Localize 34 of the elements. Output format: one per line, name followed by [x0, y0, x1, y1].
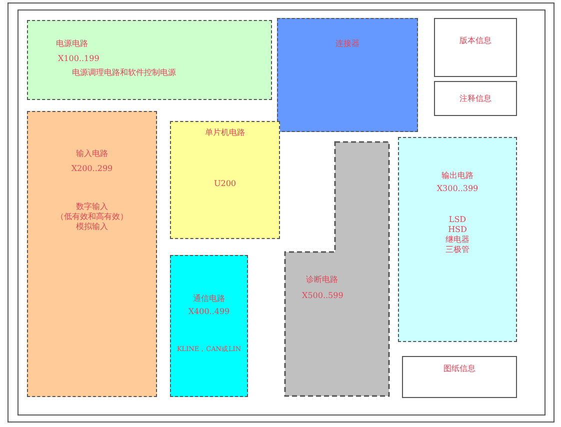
zone-text: U200	[212, 179, 237, 189]
drawing-info-box	[402, 356, 517, 398]
zone-title: 诊断电路	[306, 275, 338, 285]
zone-title: 连接器	[334, 39, 360, 49]
zone-text: X100..199	[58, 54, 100, 64]
zone-text: 模拟输入	[75, 222, 109, 232]
zone-text: 电源调理电路和软件控制电源	[72, 68, 176, 78]
power-circuit-zone	[27, 20, 272, 100]
connector-zone	[277, 18, 418, 132]
zone-text: LSD	[448, 215, 468, 225]
zone-text: HSD	[447, 225, 468, 235]
notes-info-box	[434, 81, 517, 116]
zone-title: 输入电路	[75, 149, 109, 159]
zone-text: 数字输入	[75, 202, 109, 212]
communication-circuit-zone	[170, 255, 248, 397]
zone-text: 继电器	[444, 235, 470, 245]
zone-title: 注释信息	[458, 94, 492, 104]
zone-text: X400..499	[187, 307, 231, 317]
input-circuit-zone	[27, 111, 157, 397]
zone-text: （低有效和高有效）	[55, 212, 129, 222]
mcu-circuit-zone	[170, 121, 280, 239]
zone-title: 输出电路	[440, 171, 474, 181]
zone-title: 单片机电路	[204, 128, 246, 138]
zone-title: 图纸信息	[442, 364, 476, 374]
version-info-box	[434, 18, 517, 77]
zone-title: 通信电路	[192, 294, 226, 304]
zone-title: 版本信息	[458, 36, 492, 46]
output-circuit-zone	[398, 137, 517, 342]
zone-text: 三极管	[444, 245, 470, 255]
zone-text: X500..599	[302, 291, 344, 301]
zone-text: X300..399	[436, 184, 480, 194]
diagnosis-circuit-zone	[284, 141, 390, 397]
zone-title: 电源电路	[56, 39, 88, 49]
zone-text: X200..299	[70, 164, 114, 174]
